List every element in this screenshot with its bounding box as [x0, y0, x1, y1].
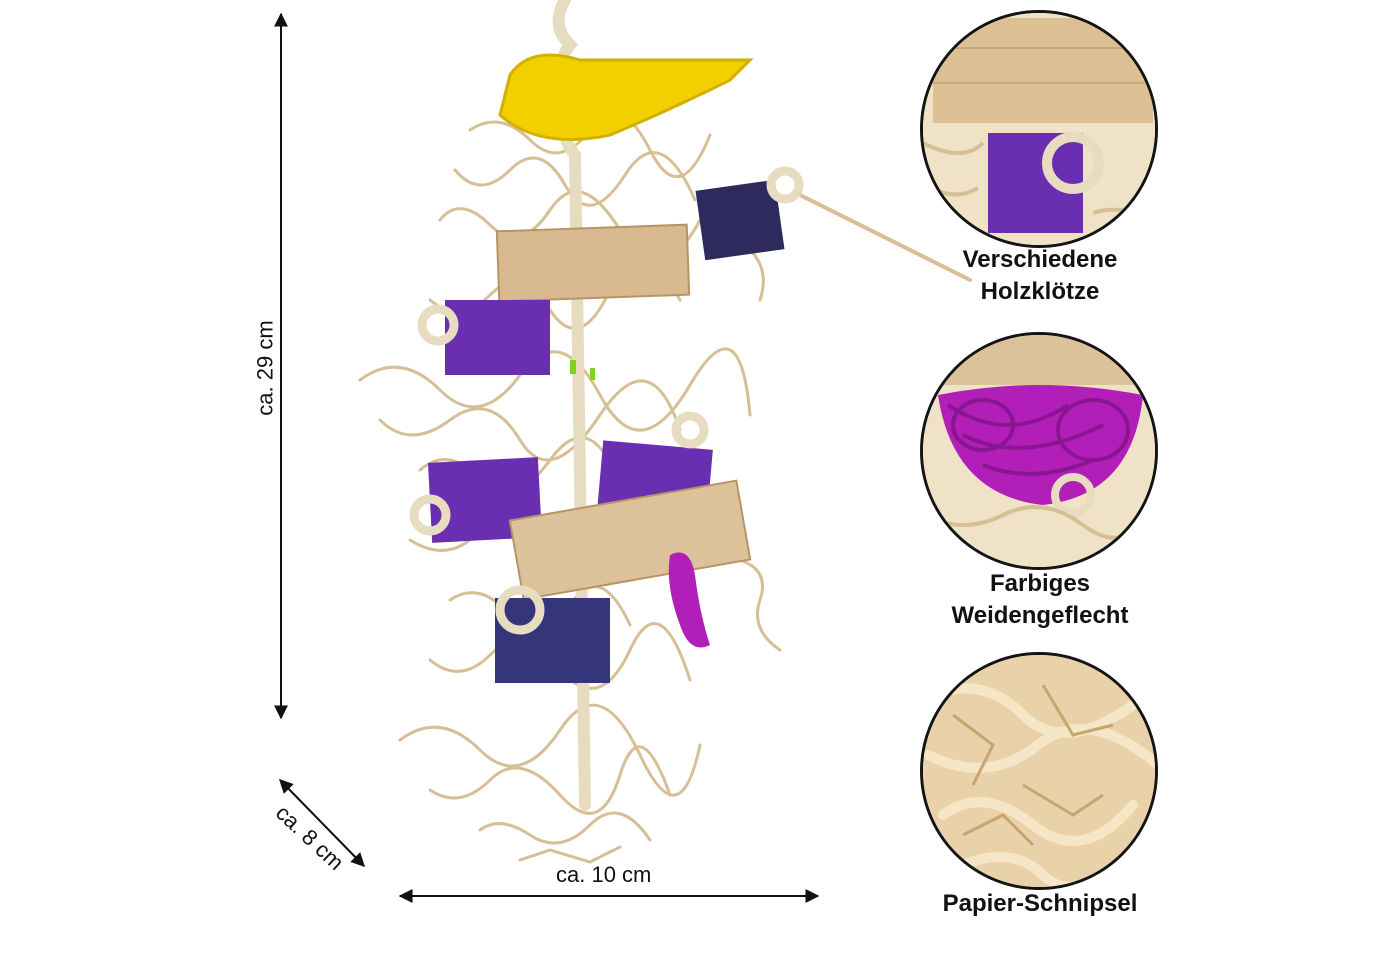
width-label: ca. 10 cm	[556, 862, 652, 887]
wood-blocks-closeup	[920, 10, 1158, 248]
block-dark-2	[495, 598, 610, 683]
paper-shreds-closeup	[920, 652, 1158, 890]
feature-label-wood: Verschiedene Holzklötze	[910, 244, 1170, 308]
feature-label-wicker-line2: Weidengeflecht	[951, 602, 1129, 629]
depth-arrow	[279, 778, 365, 868]
block-dark-1	[695, 179, 785, 261]
yellow-wicker	[498, 53, 754, 141]
feature-label-wood-line2: Holzklötze	[980, 278, 1100, 305]
feature-label-wicker-line1: Farbiges	[989, 570, 1091, 597]
block-purple-1	[445, 300, 550, 375]
feature-label-wood-line1: Verschiedene	[962, 246, 1118, 273]
magenta-wicker	[668, 552, 710, 648]
rope-knots	[409, 166, 804, 635]
feature-label-wicker: Farbiges Weidengeflecht	[910, 568, 1170, 632]
feature-label-paper: Papier-Schnipsel	[910, 888, 1170, 920]
green-accent	[570, 360, 595, 380]
block-natural-2	[508, 479, 752, 601]
block-natural-1	[495, 223, 691, 303]
height-label: ca. 29 cm	[252, 320, 278, 416]
feature-label-paper-line1: Papier-Schnipsel	[942, 890, 1138, 917]
purple-wicker-closeup	[920, 332, 1158, 570]
